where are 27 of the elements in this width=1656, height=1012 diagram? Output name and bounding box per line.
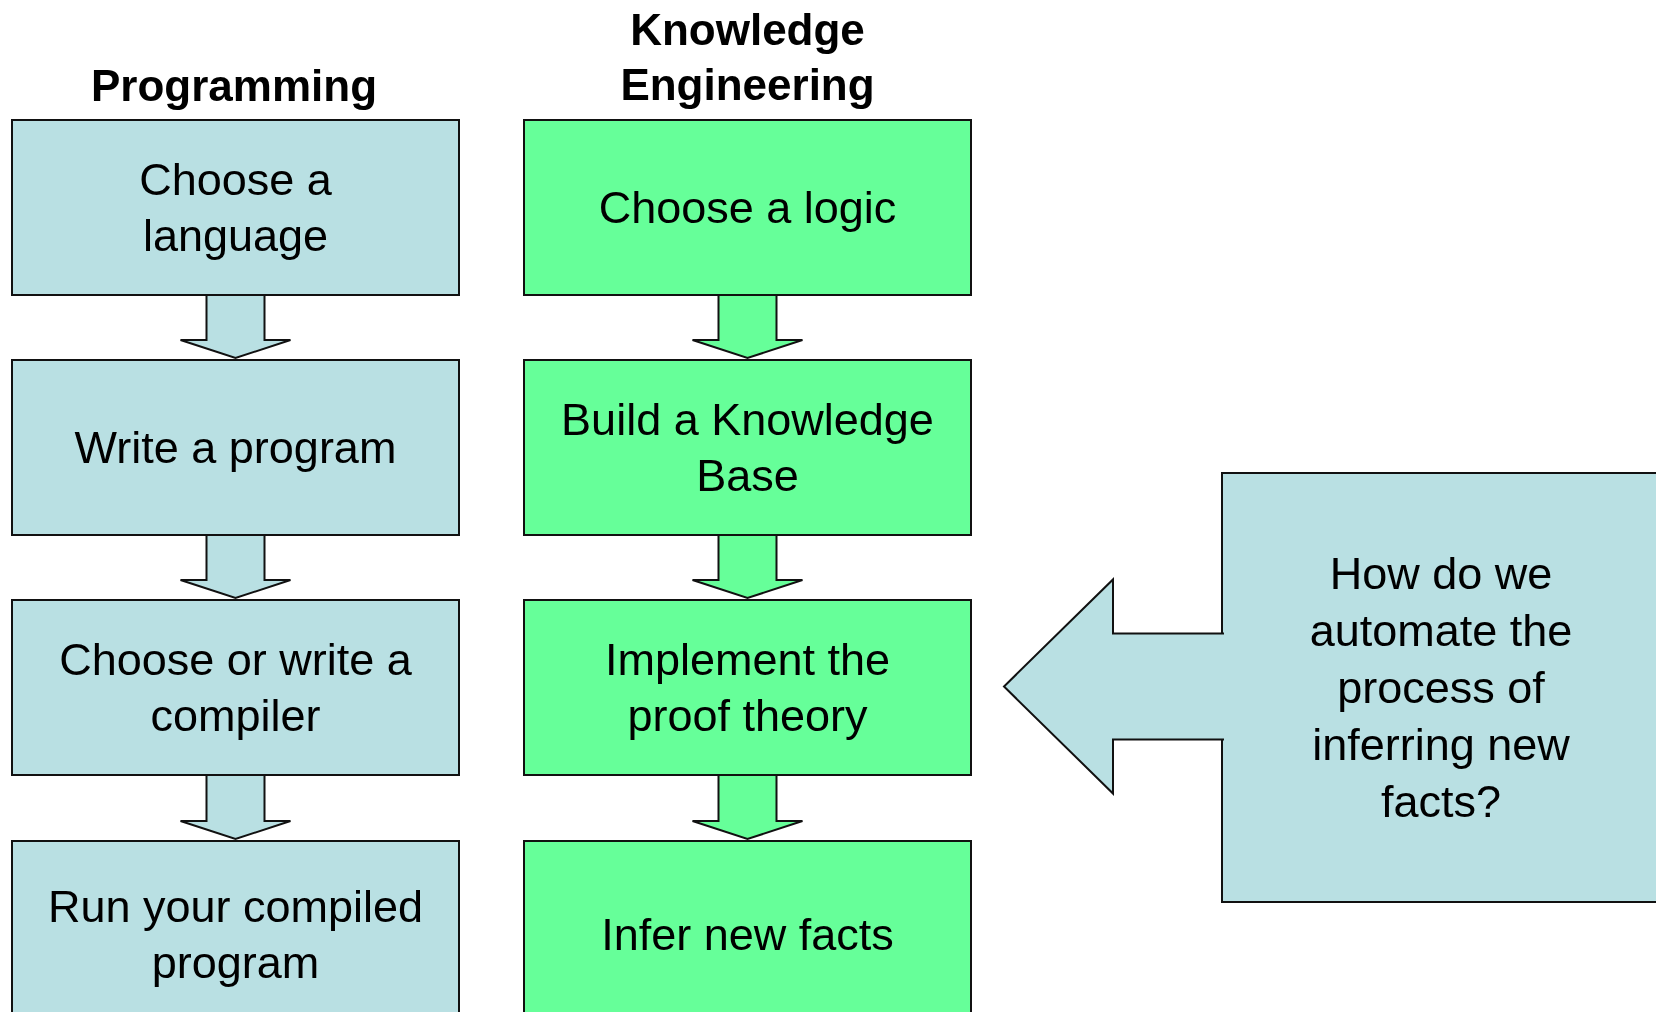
box-text: Choose a logic (598, 180, 897, 235)
box-text: Build a Knowledge Base (560, 392, 935, 503)
block-arrow (691, 534, 804, 600)
box-text: Choose or write a compiler (58, 632, 413, 743)
callout-box (1221, 472, 1656, 903)
process-box (523, 119, 972, 296)
callout-text: How do we automate the process of inferring new facts? (1308, 547, 1574, 829)
column-heading: Knowledge Engineering (619, 4, 876, 111)
process-box (11, 359, 460, 536)
process-box (523, 359, 972, 536)
block-arrow (691, 774, 804, 841)
block-arrow (179, 294, 292, 360)
process-box (11, 599, 460, 776)
box-text: Infer new facts (601, 908, 894, 962)
process-box (11, 119, 460, 296)
process-box (523, 840, 972, 1012)
box-text: Write a program (74, 420, 397, 475)
process-box (11, 840, 460, 1012)
block-arrow (179, 774, 292, 841)
block-arrow (691, 294, 804, 360)
process-box (523, 599, 972, 776)
block-arrow (179, 534, 292, 600)
box-text: Implement the proof theory (603, 632, 892, 743)
box-text: Run your compiled program (46, 880, 425, 990)
box-text: Choose a language (138, 152, 333, 263)
block-arrow (1002, 577, 1225, 796)
column-heading: Programming (89, 60, 378, 112)
